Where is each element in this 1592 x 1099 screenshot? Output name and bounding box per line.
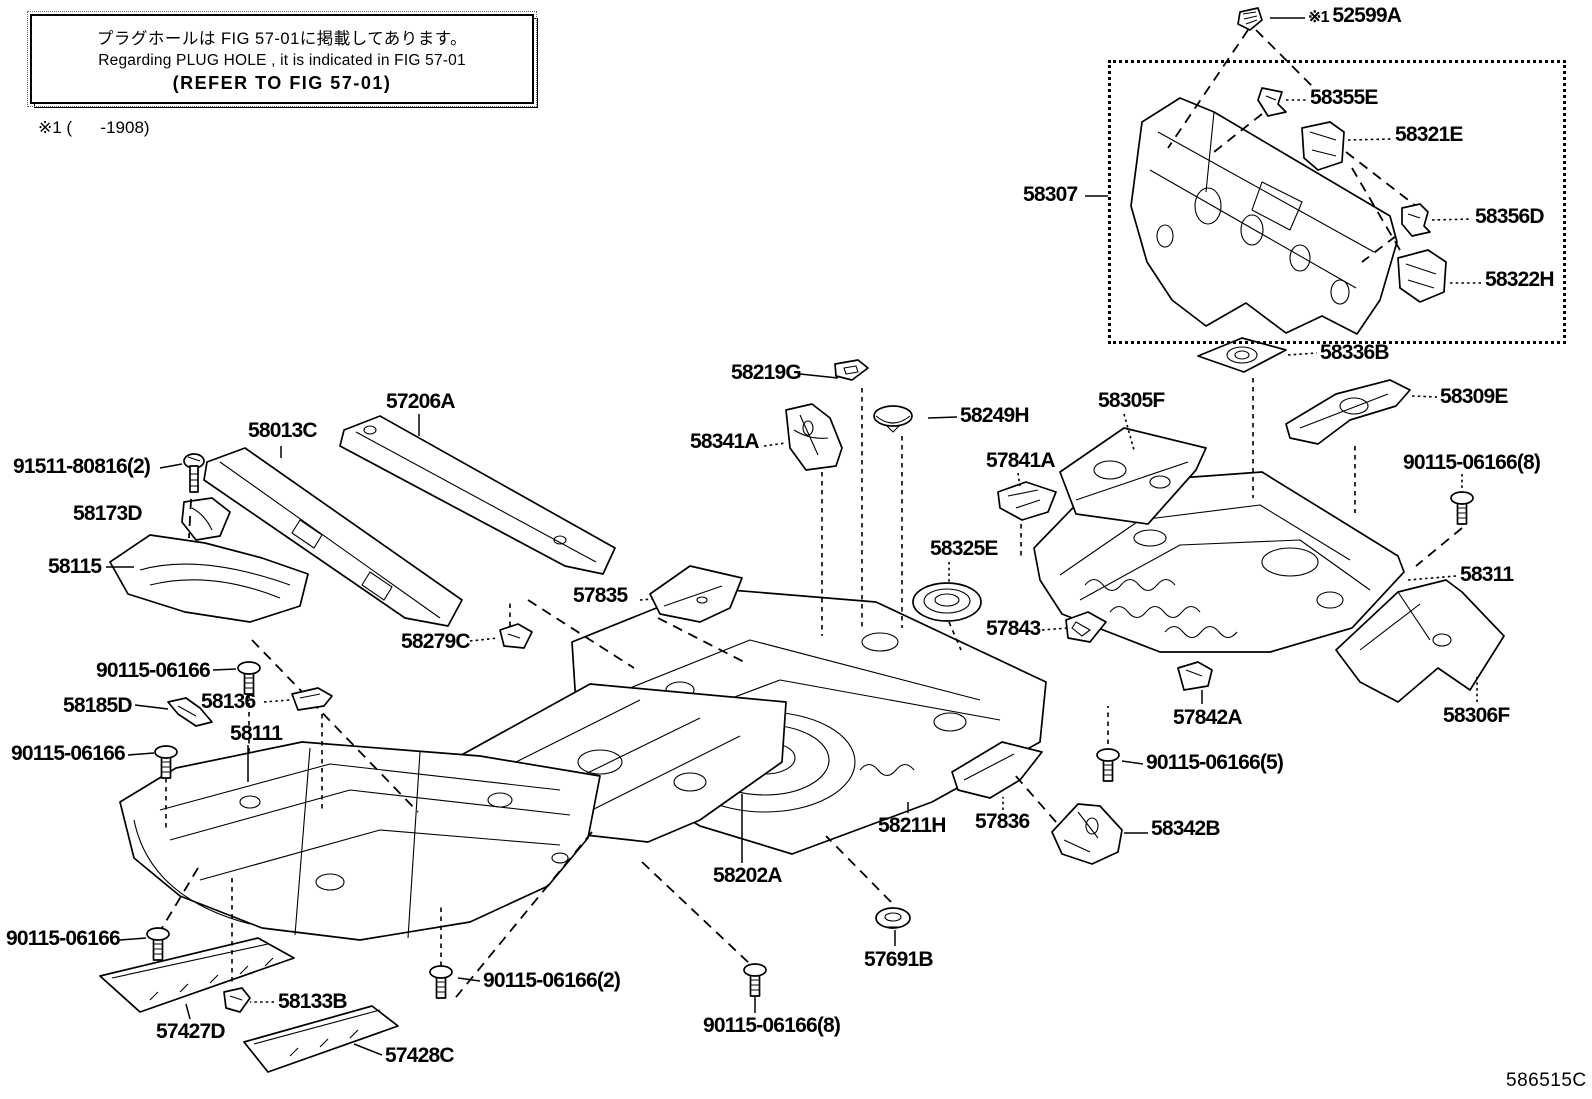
bolt-90115-06166-icon: [743, 963, 767, 997]
clip-58136-part: [291, 687, 333, 711]
part-label-58013C: 58013C: [248, 419, 318, 442]
grommet-58325E-part: [912, 582, 982, 622]
part-label-57843: 57843: [986, 617, 1041, 640]
side-member-58115-part: [109, 534, 309, 623]
strip-57428C-part: [243, 1005, 399, 1073]
leader-lines: [106, 17, 1482, 1056]
part-label-57427D: 57427D: [156, 1020, 226, 1043]
front-floor-pan-58111-part: [119, 741, 601, 941]
part-label-58115: 58115: [48, 555, 102, 578]
bracket-58342B-part: [1051, 803, 1123, 865]
part-label-58355E: 58355E: [1310, 86, 1378, 109]
plug-57691B-part: [875, 907, 911, 929]
part-label-58342B: 58342B: [1151, 817, 1221, 840]
clip-58355E-part: [1257, 87, 1287, 117]
part-label-57842A: 57842A: [1173, 706, 1243, 729]
strip-57427D-part: [99, 937, 295, 1013]
clip-58185D-part: [167, 697, 213, 727]
part-label-58305F: 58305F: [1098, 389, 1165, 412]
part-label-58356D: 58356D: [1475, 205, 1545, 228]
bolt-90115-06166-icon: [429, 965, 453, 999]
bracket-58341A-part: [785, 403, 843, 471]
bolt-90115-06166-icon: [1096, 748, 1120, 782]
part-label-58111: 58111: [230, 722, 283, 745]
part-label-58249H: 58249H: [960, 404, 1030, 427]
note-text-en: Regarding PLUG HOLE , it is indicated in…: [98, 51, 466, 69]
sheet-code: 586515C: [1506, 1070, 1587, 1091]
front-crossmember-58013C-part: [203, 447, 463, 627]
bracket-58321E-part: [1301, 121, 1345, 171]
part-label-58185D: 58185D: [63, 694, 133, 717]
part-label-58307: 58307: [1023, 183, 1078, 206]
part-label-58133B: 58133B: [278, 990, 348, 1013]
part-label-91511-80816-2: 91511-80816(2): [13, 455, 151, 478]
clip-57842A-part: [1177, 661, 1213, 691]
clip-57841A-part: [997, 481, 1057, 521]
part-label-58136: 58136: [201, 690, 256, 713]
part-label-58211H: 58211H: [878, 814, 946, 837]
screw-52599A-part: [1237, 7, 1263, 31]
part-label-58309E: 58309E: [1440, 385, 1508, 408]
note-text-jp: プラグホールは FIG 57-01に掲載してあります。: [96, 29, 468, 48]
part-label-58279C: 58279C: [401, 630, 471, 653]
part-label-58341A: 58341A: [690, 430, 760, 453]
part-label-57691B: 57691B: [864, 948, 934, 971]
part-label-57428C: 57428C: [385, 1044, 455, 1067]
part-label-90115-06166-a: 90115-06166: [96, 659, 211, 682]
plate-58336B-part: [1197, 337, 1287, 373]
part-label-90115-06166-8-right: 90115-06166(8): [1403, 451, 1541, 474]
plug-hole-note-box: プラグホールは FIG 57-01に掲載してあります。 Regarding PL…: [27, 11, 537, 107]
part-label-58306F: 58306F: [1443, 704, 1510, 727]
part-label-58311: 58311: [1460, 563, 1514, 586]
part-label-58219G: 58219G: [731, 361, 802, 384]
part-label-52599A: ※1 52599A: [1308, 4, 1402, 27]
clip-58219G-part: [834, 359, 869, 381]
part-label-58173D: 58173D: [73, 502, 143, 525]
subassembly-box-58307: [1108, 60, 1566, 344]
clip-57843-part: [1065, 611, 1107, 643]
clip-58133B-part: [223, 987, 251, 1013]
rear-body-panel-58307-part: [1130, 97, 1398, 335]
bracket-58322H-part: [1397, 249, 1447, 303]
front-crossmember-57206A-part: [339, 415, 616, 575]
clip-58356D-part: [1401, 203, 1431, 237]
footnote-marker: ※1: [1308, 9, 1333, 26]
pad-58249H-part: [873, 405, 913, 433]
part-label-58322H: 58322H: [1485, 268, 1555, 291]
part-label-90115-06166-2: 90115-06166(2): [483, 969, 621, 992]
bracket-58173D-part: [181, 497, 231, 541]
part-label-57841A: 57841A: [986, 449, 1056, 472]
member-58305F-part: [1059, 427, 1207, 525]
part-label-90115-06166-b: 90115-06166: [11, 742, 126, 765]
part-label-58325E: 58325E: [930, 537, 998, 560]
note-text-ref: (REFER TO FIG 57-01): [172, 72, 392, 93]
construction-dash-lines: [161, 29, 1463, 1003]
member-58309E-part: [1285, 379, 1411, 445]
clip-58279C-part: [499, 623, 533, 649]
side-member-58306F-part: [1335, 579, 1505, 703]
plate-57835-part: [649, 565, 743, 623]
part-label-90115-06166-c: 90115-06166: [6, 927, 121, 950]
part-label-57835: 57835: [573, 584, 628, 607]
bolt-90115-06166-icon: [1450, 491, 1474, 525]
part-label-90115-06166-8-bottom: 90115-06166(8): [703, 1014, 841, 1037]
part-label-58202A: 58202A: [713, 864, 783, 887]
screw-91511-part: [183, 453, 205, 493]
part-label-58336B: 58336B: [1320, 341, 1390, 364]
part-label-57206A: 57206A: [386, 390, 456, 413]
bolt-90115-06166-icon: [146, 927, 170, 961]
part-label-58321E: 58321E: [1395, 123, 1463, 146]
part-label-90115-06166-5: 90115-06166(5): [1146, 751, 1284, 774]
part-label-57836: 57836: [975, 810, 1030, 833]
footnote-applicability: ※1 ( -1908): [38, 118, 150, 137]
